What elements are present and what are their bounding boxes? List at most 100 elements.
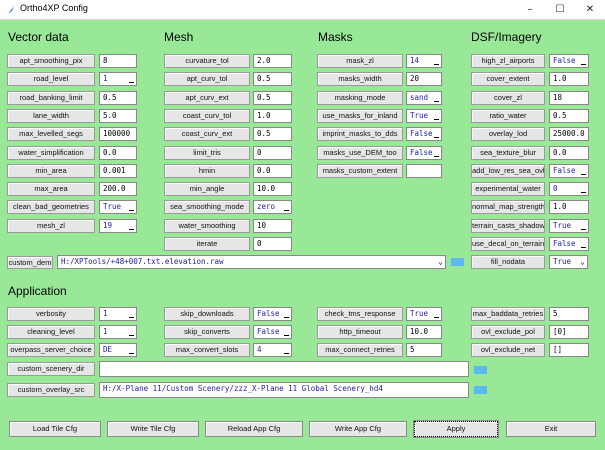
cover-zl-input[interactable]: 18: [549, 90, 589, 105]
mask-zl-combo[interactable]: 14: [406, 54, 442, 68]
iterate-input[interactable]: 0: [253, 237, 292, 251]
curvature-tol-input[interactable]: 2.0: [253, 54, 292, 68]
dropdown-arrow-icon[interactable]: [129, 228, 134, 230]
load-tile-cfg-button[interactable]: Load Tile Cfg: [9, 421, 101, 437]
add-low-res-sea-ovl-combo[interactable]: False: [549, 163, 589, 178]
skip-downloads-label[interactable]: skip_downloads: [164, 307, 250, 321]
curvature-tol-label[interactable]: curvature_tol: [164, 54, 250, 68]
skip-downloads-combo[interactable]: False: [253, 307, 292, 321]
custom-overlay-src-input[interactable]: H:/X-Plane 11/Custom Scenery/zzz_X-Plane…: [99, 382, 469, 398]
dropdown-arrow-icon[interactable]: [581, 228, 586, 230]
overpass-server-choice-combo[interactable]: DE: [99, 343, 137, 357]
masks-use-dem-too-combo[interactable]: False: [406, 145, 442, 160]
sea-texture-blur-input[interactable]: 0.0: [549, 145, 589, 160]
check-tms-response-combo[interactable]: True: [406, 307, 442, 321]
dropdown-arrow-icon[interactable]: [434, 100, 439, 102]
dropdown-arrow-icon[interactable]: [129, 317, 134, 318]
masking-mode-combo[interactable]: sand: [406, 90, 442, 105]
maximize-button[interactable]: ☐: [555, 4, 565, 15]
high-zl-airports-label[interactable]: high_zl_airports: [471, 54, 545, 68]
cover-extent-label[interactable]: cover_extent: [471, 72, 545, 87]
max-area-input[interactable]: 200.0: [99, 182, 137, 197]
sea-texture-blur-label[interactable]: sea_texture_blur: [471, 145, 545, 160]
road-level-combo[interactable]: 1: [99, 72, 137, 87]
custom-dem-combo[interactable]: H:/XPTools/+48+007.txt.elevation.raw⌄: [57, 255, 446, 269]
iterate-label[interactable]: iterate: [164, 237, 250, 251]
apply-button[interactable]: Apply: [413, 420, 499, 438]
mesh-zl-combo[interactable]: 19: [99, 218, 137, 233]
skip-converts-combo[interactable]: False: [253, 325, 292, 339]
coast-curv-tol-label[interactable]: coast_curv_tol: [164, 108, 250, 123]
dropdown-arrow-icon[interactable]: [129, 82, 134, 84]
masks-custom-extent-input[interactable]: [406, 163, 442, 178]
dropdown-arrow-icon[interactable]: [581, 247, 586, 248]
water-smoothing-label[interactable]: water_smoothing: [164, 218, 250, 233]
overlay-lod-input[interactable]: 25000.0: [549, 127, 589, 142]
ratio-water-label[interactable]: ratio_water: [471, 108, 545, 123]
reload-app-cfg-button[interactable]: Reload App Cfg: [205, 421, 303, 437]
coast-curv-ext-label[interactable]: coast_curv_ext: [164, 127, 250, 142]
masking-mode-label[interactable]: masking_mode: [317, 90, 403, 105]
dropdown-arrow-icon[interactable]: [284, 353, 289, 354]
imprint-masks-to-dds-label[interactable]: imprint_masks_to_dds: [317, 127, 403, 142]
lane-width-input[interactable]: 5.0: [99, 108, 137, 123]
custom-dem-label[interactable]: custom_dem: [7, 256, 53, 269]
http-timeout-label[interactable]: http_timeout: [317, 325, 403, 339]
dropdown-arrow-icon[interactable]: [284, 210, 289, 212]
overpass-server-choice-label[interactable]: overpass_server_choice: [7, 343, 95, 357]
sea-smoothing-mode-combo[interactable]: zero: [253, 200, 292, 215]
clean-bad-geometries-combo[interactable]: True: [99, 200, 137, 215]
use-masks-for-inland-combo[interactable]: True: [406, 108, 442, 123]
dropdown-arrow-icon[interactable]: [434, 64, 439, 65]
mesh-zl-label[interactable]: mesh_zl: [7, 218, 95, 233]
terrain-casts-shadow-combo[interactable]: True: [549, 218, 589, 233]
apt-smoothing-pix-label[interactable]: apt_smoothing_pix: [7, 54, 95, 68]
sea-smoothing-mode-label[interactable]: sea_smoothing_mode: [164, 200, 250, 215]
max-baddata-retries-input[interactable]: 5: [549, 307, 589, 321]
custom-scenery-dir-input[interactable]: [99, 361, 469, 377]
hmin-input[interactable]: 0.0: [253, 163, 292, 178]
cover-zl-label[interactable]: cover_zl: [471, 90, 545, 105]
close-button[interactable]: ✕: [585, 4, 595, 15]
apt-curv-tol-input[interactable]: 0.5: [253, 72, 292, 87]
clean-bad-geometries-label[interactable]: clean_bad_geometries: [7, 200, 95, 215]
minimize-button[interactable]: –: [527, 4, 533, 15]
min-area-input[interactable]: 0.001: [99, 163, 137, 178]
min-angle-input[interactable]: 10.0: [253, 182, 292, 197]
ratio-water-input[interactable]: 0.5: [549, 108, 589, 123]
apt-curv-tol-label[interactable]: apt_curv_tol: [164, 72, 250, 87]
custom-scenery-dir-label[interactable]: custom_scenery_dir: [7, 362, 95, 376]
ovl-exclude-net-label[interactable]: ovl_exclude_net: [471, 343, 545, 357]
limit-tris-label[interactable]: limit_tris: [164, 145, 250, 160]
ovl-exclude-pol-input[interactable]: [0]: [549, 325, 589, 339]
coast-curv-ext-input[interactable]: 0.5: [253, 127, 292, 142]
fill-nodata-combo[interactable]: True⌄: [549, 255, 588, 269]
coast-curv-tol-input[interactable]: 1.0: [253, 108, 292, 123]
max-area-label[interactable]: max_area: [7, 182, 95, 197]
water-smoothing-input[interactable]: 10: [253, 218, 292, 233]
max-connect-retries-input[interactable]: 5: [406, 343, 442, 357]
max-levelled-segs-label[interactable]: max_levelled_segs: [7, 127, 95, 142]
dropdown-arrow-icon[interactable]: [129, 353, 134, 354]
add-low-res-sea-ovl-label[interactable]: add_low_res_sea_ovl: [471, 163, 545, 178]
write-app-cfg-button[interactable]: Write App Cfg: [309, 421, 407, 437]
water-simplification-input[interactable]: 0.0: [99, 145, 137, 160]
terrain-casts-shadow-label[interactable]: terrain_casts_shadow: [471, 218, 545, 233]
min-area-label[interactable]: min_area: [7, 163, 95, 178]
min-angle-label[interactable]: min_angle: [164, 182, 250, 197]
max-connect-retries-label[interactable]: max_connect_retries: [317, 343, 403, 357]
verbosity-combo[interactable]: 1: [99, 307, 137, 321]
masks-width-input[interactable]: 20: [406, 72, 442, 87]
folder-picker-icon[interactable]: [474, 366, 487, 374]
masks-custom-extent-label[interactable]: masks_custom_extent: [317, 163, 403, 178]
skip-converts-label[interactable]: skip_converts: [164, 325, 250, 339]
dropdown-arrow-icon[interactable]: [581, 173, 586, 175]
cleaning-level-label[interactable]: cleaning_level: [7, 325, 95, 339]
dropdown-arrow-icon[interactable]: [129, 210, 134, 212]
write-tile-cfg-button[interactable]: Write Tile Cfg: [107, 421, 199, 437]
dropdown-arrow-icon[interactable]: [434, 118, 439, 120]
check-tms-response-label[interactable]: check_tms_response: [317, 307, 403, 321]
road-banking-limit-label[interactable]: road_banking_limit: [7, 90, 95, 105]
dropdown-arrow-icon[interactable]: [434, 137, 439, 139]
dropdown-arrow-icon[interactable]: [434, 317, 439, 318]
